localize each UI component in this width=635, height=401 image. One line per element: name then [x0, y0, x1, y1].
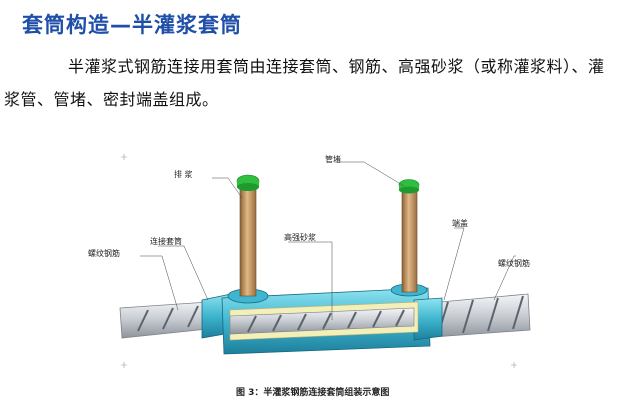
- end-cap-label: 端盖: [452, 219, 468, 228]
- right-rebar: [417, 293, 531, 339]
- pipe-plugs: [236, 174, 420, 194]
- sleeve-diagram-drawing: [119, 154, 531, 368]
- pipe-plug-label: 管堵: [325, 155, 341, 164]
- grout-pipes: [239, 185, 418, 297]
- connecting-sleeve-label: 连接套筒: [150, 237, 182, 246]
- right-rebar-label: 螺纹钢筋: [498, 259, 530, 268]
- left-rebar-label: 螺纹钢筋: [88, 249, 120, 258]
- figure-caption: 图 3：半灌浆钢筋连接套筒组装示意图: [236, 388, 390, 398]
- drain-pipe-label: 排 浆: [174, 170, 193, 179]
- sleeve-diagram: 排 浆 管堵 连接套筒 高强砂浆 端盖 螺纹钢筋 螺纹钢筋: [88, 150, 532, 372]
- slide-title: 套筒构造—半灌浆套筒: [22, 13, 242, 37]
- high-strength-mortar-label: 高强砂浆: [284, 233, 316, 242]
- body-paragraph: 半灌浆式钢筋连接用套筒由连接套筒、钢筋、高强砂浆（或称灌浆料）、灌浆管、管堵、密…: [4, 57, 605, 109]
- connecting-sleeve: [201, 283, 443, 355]
